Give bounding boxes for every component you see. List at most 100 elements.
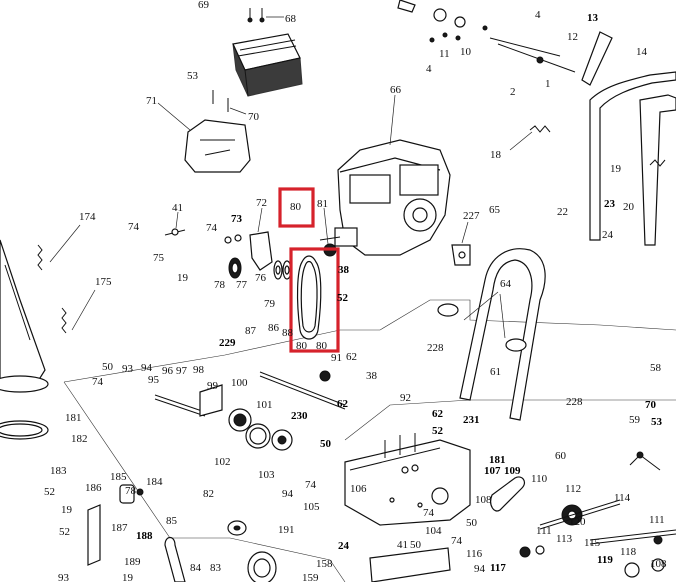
label-111b: 111	[649, 514, 665, 526]
label-53: 53	[187, 70, 199, 82]
label-94a: 94	[141, 362, 153, 374]
label-158: 158	[316, 558, 333, 570]
screws-73	[224, 234, 242, 244]
belt-part-85	[164, 536, 186, 582]
auger-chute	[0, 239, 49, 393]
label-106: 106	[350, 483, 367, 495]
label-41b: 41	[397, 539, 408, 551]
label-23: 23	[604, 198, 616, 210]
washers-79	[273, 260, 292, 280]
label-62b: 62	[337, 398, 349, 410]
spring-part-18	[509, 125, 551, 151]
bearing-part-103	[271, 429, 293, 451]
label-62c: 62	[432, 408, 444, 420]
label-60: 60	[555, 450, 567, 462]
label-84: 84	[190, 562, 202, 574]
screws-70	[212, 90, 247, 115]
label-87: 87	[245, 325, 257, 337]
label-107: 107	[484, 465, 501, 477]
label-66: 66	[390, 84, 402, 96]
gear-part-117	[519, 545, 545, 558]
label-80b: 80	[296, 340, 308, 352]
label-20: 20	[623, 201, 635, 213]
label-73: 73	[231, 213, 243, 225]
label-118: 118	[620, 546, 637, 558]
label-80c: 80	[316, 340, 328, 352]
label-227: 227	[463, 210, 480, 222]
spring-part-174	[37, 224, 81, 271]
label-79: 79	[264, 298, 276, 310]
chain-part-109	[490, 476, 526, 512]
label-184: 184	[146, 476, 163, 488]
drive-belt-part-80	[296, 255, 322, 340]
label-230: 230	[291, 410, 308, 422]
label-185: 185	[110, 471, 127, 483]
label-19d: 19	[122, 572, 134, 582]
label-188: 188	[136, 530, 153, 542]
label-75: 75	[153, 252, 165, 264]
label-24: 24	[602, 229, 614, 241]
ring-part-182	[0, 420, 49, 440]
label-68: 68	[285, 13, 297, 25]
label-19b: 19	[177, 272, 189, 284]
label-187: 187	[111, 522, 128, 534]
assembly-boundary	[63, 299, 676, 383]
label-74f: 74	[451, 535, 463, 547]
handle-lower-right	[639, 94, 676, 246]
label-1: 1	[545, 78, 551, 90]
label-108: 108	[475, 494, 492, 506]
label-65: 65	[489, 204, 501, 216]
highlight-box-80-top	[278, 187, 315, 228]
label-103: 103	[258, 469, 275, 481]
label-74d: 74	[305, 479, 317, 491]
label-116: 116	[466, 548, 483, 560]
label-14: 14	[636, 46, 648, 58]
shaft-part-230	[259, 371, 346, 410]
label-82: 82	[203, 488, 214, 500]
label-70b: 70	[645, 399, 657, 411]
label-59: 59	[629, 414, 641, 426]
label-52b: 52	[432, 425, 444, 437]
label-77: 77	[236, 279, 248, 291]
label-96: 96	[162, 365, 174, 377]
gear-part-101	[228, 408, 252, 432]
label-91: 91	[331, 352, 342, 364]
label-175: 175	[95, 276, 112, 288]
label-52c: 52	[44, 486, 55, 498]
label-38a: 38	[338, 264, 350, 276]
label-117: 117	[490, 562, 506, 574]
label-80a: 80	[290, 201, 302, 213]
label-113: 113	[556, 533, 573, 545]
label-72: 72	[256, 197, 267, 209]
bracket-part-186	[87, 504, 101, 566]
label-78: 78	[214, 279, 226, 291]
handle-part-65	[459, 248, 546, 421]
label-83: 83	[210, 562, 222, 574]
label-115: 115	[584, 537, 601, 549]
label-109: 109	[504, 465, 521, 477]
pin-part-41	[164, 211, 186, 236]
label-10: 10	[460, 46, 472, 58]
label-93b: 93	[58, 572, 70, 582]
pulley-part-191	[247, 551, 277, 582]
label-22: 22	[557, 206, 568, 218]
label-18: 18	[490, 149, 502, 161]
label-111a: 111	[536, 525, 552, 537]
label-52a: 52	[337, 292, 349, 304]
label-88: 88	[282, 327, 294, 339]
label-4b: 4	[426, 63, 432, 75]
label-74c: 74	[92, 376, 104, 388]
label-94c: 94	[474, 563, 486, 575]
plate-part-158	[369, 547, 451, 582]
label-24b: 24	[338, 540, 350, 552]
frame-part-92	[344, 433, 471, 526]
handle-part-64	[437, 291, 527, 352]
label-50b: 50	[320, 438, 332, 450]
label-112: 112	[565, 483, 581, 495]
label-74-b: 74	[206, 222, 218, 234]
label-181b: 181	[489, 454, 506, 466]
pulley-part-77	[228, 257, 242, 279]
label-189: 189	[124, 556, 141, 568]
label-100: 100	[231, 377, 248, 389]
